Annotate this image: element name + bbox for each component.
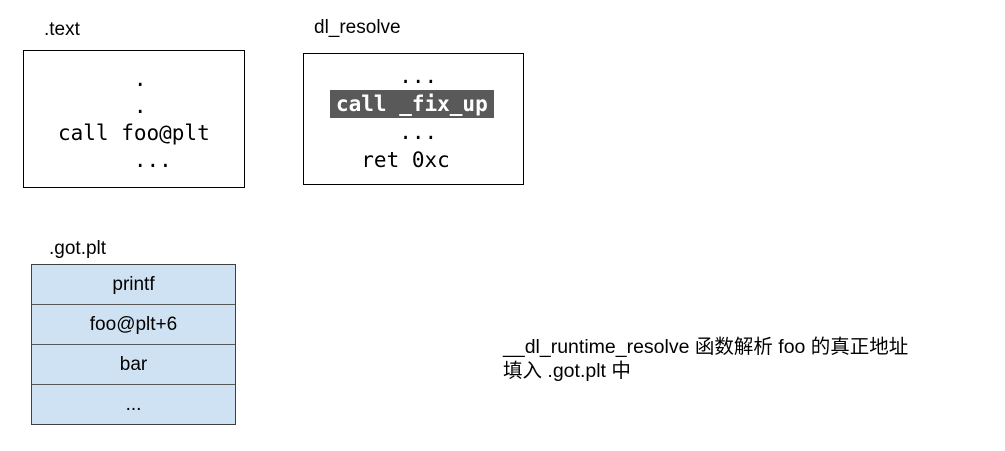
dl-resolve-box: ... call _fix_up ... ret 0xc: [303, 53, 524, 185]
got-plt-table: printf foo@plt+6 bar ...: [31, 264, 236, 425]
code-line-ret: ret 0xc: [336, 148, 450, 172]
annotation-line-1: __dl_runtime_resolve 函数解析 foo 的真正地址: [503, 336, 909, 358]
code-line-ellipsis: ...: [336, 64, 438, 88]
table-row-foo-plt-6: foo@plt+6: [32, 304, 235, 344]
code-line-dot: .: [58, 67, 147, 91]
got-plt-label: .got.plt: [49, 238, 107, 259]
table-row-ellipsis: ...: [32, 384, 235, 424]
code-line-ellipsis: ...: [58, 148, 172, 172]
table-row-printf: printf: [112, 273, 155, 295]
annotation-text: __dl_runtime_resolve 函数解析 foo 的真正地址 填入 .…: [503, 335, 1003, 383]
code-line-dot: .: [58, 94, 147, 118]
highlighted-instruction: call _fix_up: [330, 90, 494, 118]
text-section-box: . . call foo@plt ...: [23, 50, 245, 188]
text-section-label: .text: [44, 19, 80, 40]
code-line-call-fix-up: call _fix_up: [330, 90, 523, 118]
dl-resolve-label: dl_resolve: [314, 17, 401, 38]
annotation-line-2: 填入 .got.plt 中: [503, 360, 631, 382]
code-line-call-foo-plt: call foo@plt: [58, 121, 210, 145]
code-line-ellipsis: ...: [336, 120, 438, 144]
table-row-bar: bar: [32, 344, 235, 384]
